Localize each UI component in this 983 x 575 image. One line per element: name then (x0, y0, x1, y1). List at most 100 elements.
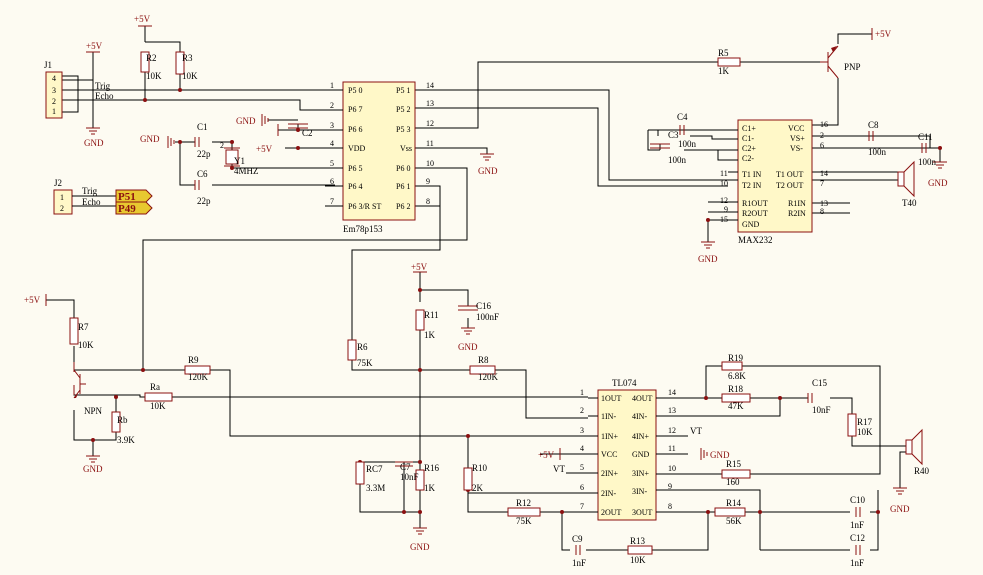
svg-text:GND: GND (410, 542, 430, 552)
capacitor-c3 (650, 143, 670, 149)
svg-text:4: 4 (330, 139, 334, 148)
svg-text:C10: C10 (850, 495, 866, 505)
svg-text:T1 IN: T1 IN (742, 170, 762, 179)
svg-text:+5V: +5V (24, 295, 41, 305)
svg-text:GND: GND (742, 220, 760, 229)
svg-text:+5V: +5V (411, 262, 428, 272)
svg-text:R13: R13 (630, 536, 646, 546)
capacitor-c10 (855, 507, 861, 517)
junctions (91, 88, 942, 514)
svg-text:NPN: NPN (84, 406, 103, 416)
svg-text:1: 1 (330, 81, 334, 90)
svg-text:5: 5 (580, 463, 584, 472)
svg-text:10: 10 (720, 179, 728, 188)
ic-em78p153: Em78p153 P5 0 P6 7 P6 6 VDD P6 5 P6 4 P6… (325, 81, 434, 234)
svg-text:6.8K: 6.8K (728, 371, 746, 381)
svg-text:3: 3 (330, 121, 334, 130)
svg-text:R19: R19 (728, 353, 744, 363)
svg-text:T40: T40 (902, 198, 917, 208)
svg-text:22p: 22p (197, 149, 211, 159)
resistor-rb (111, 411, 121, 433)
svg-text:1K: 1K (718, 66, 730, 76)
resistor-r10 (463, 467, 473, 491)
svg-text:Rb: Rb (117, 415, 128, 425)
capacitor-c15 (807, 393, 813, 403)
j1-echo-label: Echo (95, 91, 114, 101)
svg-text:C1+: C1+ (742, 124, 756, 133)
svg-text:9: 9 (724, 205, 728, 214)
svg-text:P6 3/R ST: P6 3/R ST (348, 202, 381, 211)
svg-text:+5V: +5V (538, 450, 555, 460)
resistors: R2 10K R3 10K R5 1K R6 75K R7 10K R8 120… (69, 48, 873, 565)
svg-text:4MHZ: 4MHZ (234, 166, 259, 176)
resistor-r8 (469, 365, 496, 375)
svg-text:C11: C11 (918, 132, 933, 142)
svg-text:GND: GND (458, 342, 478, 352)
capacitor-c16 (458, 305, 478, 311)
resistor-ra (144, 392, 173, 402)
svg-text:3IN+: 3IN+ (632, 469, 649, 478)
resistor-r12 (507, 507, 541, 517)
svg-text:10nF: 10nF (400, 472, 419, 482)
svg-text:100n: 100n (868, 147, 887, 157)
svg-text:P6 1: P6 1 (396, 182, 410, 191)
svg-text:2: 2 (330, 101, 334, 110)
svg-text:C1-: C1- (742, 134, 754, 143)
ground-symbol: GND (83, 455, 103, 474)
svg-text:10: 10 (668, 464, 676, 473)
svg-text:4OUT: 4OUT (632, 394, 653, 403)
svg-text:10K: 10K (150, 401, 166, 411)
svg-text:2K: 2K (472, 483, 484, 493)
tl074-label: TL074 (612, 378, 637, 388)
svg-text:R2OUT: R2OUT (742, 209, 768, 218)
j1-pin-1: 1 (52, 107, 56, 116)
svg-text:P6 0: P6 0 (396, 164, 410, 173)
svg-text:P6 5: P6 5 (348, 164, 362, 173)
svg-text:+5V: +5V (134, 14, 151, 24)
resistor-r15 (721, 469, 751, 479)
svg-text:2OUT: 2OUT (601, 508, 622, 517)
ground-symbol: GND (698, 241, 718, 264)
svg-text:7: 7 (820, 179, 824, 188)
svg-text:C2-: C2- (742, 154, 754, 163)
net-label-p49 (115, 201, 153, 215)
svg-text:PNP: PNP (844, 62, 861, 72)
svg-text:1OUT: 1OUT (601, 394, 622, 403)
j2-echo-label: Echo (82, 197, 101, 207)
mcu-label: Em78p153 (343, 224, 383, 234)
ground-symbol: GND (700, 448, 730, 460)
svg-text:75K: 75K (516, 516, 532, 526)
svg-text:+5V: +5V (86, 41, 103, 51)
svg-text:GND: GND (698, 254, 718, 264)
j1-pin-2: 2 (52, 97, 56, 106)
svg-text:P6 4: P6 4 (348, 182, 362, 191)
resistor-r11 (415, 309, 425, 331)
svg-text:C9: C9 (572, 534, 583, 544)
ground-symbol: GND (478, 153, 498, 176)
svg-text:1nF: 1nF (572, 558, 586, 568)
svg-text:10K: 10K (630, 555, 646, 565)
svg-text:P5 0: P5 0 (348, 86, 362, 95)
svg-text:R10: R10 (472, 463, 488, 473)
resistor-r14 (714, 507, 746, 517)
svg-text:R6: R6 (357, 342, 368, 352)
svg-text:P5 3: P5 3 (396, 125, 410, 134)
vcc-symbol: +5V (256, 124, 279, 154)
ground-symbol: GND (890, 487, 910, 514)
svg-text:C1: C1 (197, 122, 208, 132)
vcc-symbol: +5V (24, 294, 47, 306)
svg-text:T2 OUT: T2 OUT (776, 181, 803, 190)
svg-text:R9: R9 (188, 355, 199, 365)
svg-text:11: 11 (668, 444, 676, 453)
svg-text:P5 2: P5 2 (396, 105, 410, 114)
capacitor-c6 (194, 180, 200, 190)
vt-label: VT (690, 426, 702, 436)
svg-text:8: 8 (820, 207, 824, 216)
svg-text:3IN-: 3IN- (632, 487, 647, 496)
svg-text:11: 11 (720, 169, 728, 178)
j1-label: J1 (44, 60, 52, 70)
svg-text:R16: R16 (424, 463, 440, 473)
svg-text:VCC: VCC (788, 124, 804, 133)
capacitor-c2 (288, 123, 308, 129)
svg-text:R17: R17 (857, 417, 873, 427)
